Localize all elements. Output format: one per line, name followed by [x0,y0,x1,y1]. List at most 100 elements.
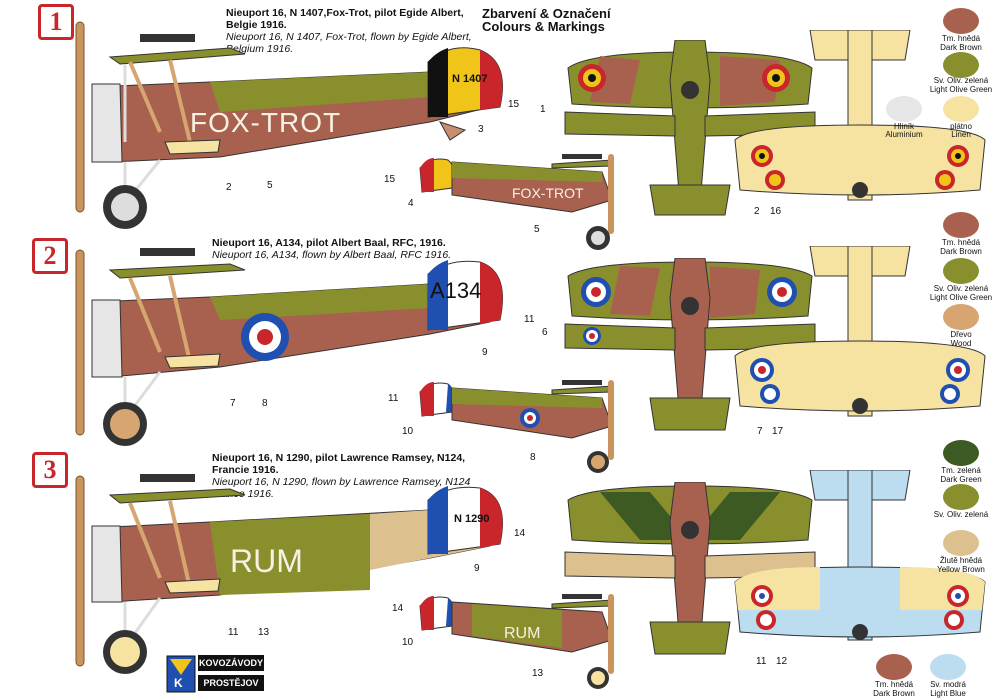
callout-3-e: 13 [258,627,270,638]
swatch-1-1 [943,52,979,78]
swatch-2-2 [943,304,979,330]
swatch-1-3 [943,96,979,122]
caption-en-2a: Nieuport 16, A134, flown by Albert Baal,… [212,249,452,261]
callout-3-h: 11 [756,656,767,667]
swatch-3-1-cz: Sv. Oliv. zelená [933,510,989,519]
swatch-3-3-en: Dark Brown [873,689,915,698]
plane-small-1: FOX-TROT [419,154,614,250]
plane-side-1: FOX-TROT N 1407 [75,21,503,229]
swatch-1-3-cz: plátno [950,122,972,131]
caption-cz-1b: Belgie 1916. [226,19,287,31]
callout-1-g: 15 [384,174,396,185]
plane-side-3: RUM N 1290 [75,474,503,674]
caption-cz-1a: Nieuport 16, N 1407,Fox-Trot, pilot Egid… [226,7,464,19]
kp-emblem-icon: K [166,655,196,693]
plane-small-3: RUM [419,594,614,689]
callout-1-a: 1 [540,104,546,115]
swatch-2-0-cz: Tm. hnědá [941,238,981,247]
swatch-3-2-cz: Žlutě hnědá [939,556,983,565]
callout-3-f: 14 [514,528,526,539]
callout-2-e: 10 [402,426,414,437]
logo-text-top: KOVOZÁVODY [198,655,264,671]
caption-en-1b: Belgium 1916. [226,43,294,55]
callout-1-d: 4 [408,198,414,209]
rudder-serial-1: N 1407 [452,73,487,85]
swatch-1-2-en: Aluminium [885,130,923,139]
callout-2-a: 6 [542,327,548,338]
plane-side-2: A134 [75,248,503,446]
caption-cz-2a: Nieuport 16, A134, pilot Albert Baal, RF… [212,237,446,249]
svg-text:K: K [174,676,183,690]
callout-2-d: 9 [482,347,488,358]
swatch-3-3-cz: Tm. hnědá [874,680,914,689]
swatch-2-1-en: Light Olive Green [929,293,993,302]
swatch-2-2-cz: Dřevo [950,330,972,339]
rudder-serial-2: A134 [430,278,481,303]
scheme-number-1: 1 [38,4,74,40]
swatch-2-2-en: Wood [950,339,972,348]
plane-small-2 [419,380,614,473]
swatch-3-1 [943,484,979,510]
caption-cz-3a: Nieuport 16, N 1290, pilot Lawrence Rams… [212,452,466,464]
fuselage-text-1: FOX-TROT [190,107,341,138]
callout-1-i: 2 [754,206,760,217]
callout-1-c: 3 [478,124,484,135]
swatch-2-0-en: Dark Brown [940,247,982,256]
swatch-2-1-cz: Sv. Oliv. zelená [933,284,989,293]
swatch-3-2-en: Yellow Brown [937,565,985,574]
plane-bottom-2 [734,246,986,417]
rudder-serial-3: N 1290 [454,513,489,525]
swatch-3-0 [943,440,979,466]
callout-3-b: 10 [402,637,414,648]
callout-2-h: 8 [530,452,536,463]
swatch-1-2 [886,96,922,122]
swatch-1-1-en: Light Olive Green [929,85,993,94]
swatch-3-2 [943,530,979,556]
plane-bottom-3 [734,470,986,641]
title-cz: Zbarvení & Označení [482,6,611,21]
callout-2-j: 17 [772,426,784,437]
callout-1-f: 15 [508,99,520,110]
callout-1-e: 5 [267,180,273,191]
fuselage-text-small-3: RUM [504,625,540,642]
logo-text-bottom: PROSTĚJOV [198,675,264,691]
callout-2-b: 7 [230,398,236,409]
caption-cz-3b: Francie 1916. [212,464,279,476]
swatch-1-0-en: Dark Brown [940,43,982,52]
swatch-1-1-cz: Sv. Oliv. zelená [933,76,989,85]
scheme-number-2: 2 [32,238,68,274]
plane-top-1 [564,40,816,216]
callout-1-j: 16 [770,206,782,217]
caption-en-1a: Nieuport 16, N 1407, Fox-Trot, flown by … [226,31,472,43]
swatch-1-2-cz: Hliník [893,122,914,131]
fuselage-text-small-1: FOX-TROT [512,185,584,201]
swatch-3-4-cz: Sv. modrá [930,680,966,689]
swatch-1-0-cz: Tm. hnědá [941,34,981,43]
swatch-1-0 [943,8,979,34]
swatch-3-4 [930,654,966,680]
callout-1-h: 5 [534,224,540,235]
swatch-2-1 [943,258,979,284]
callout-3-a: 9 [474,563,480,574]
callout-3-c: 11 [228,627,239,638]
swatch-3-3 [876,654,912,680]
swatch-3-0-en: Dark Green [940,475,982,484]
caption-en-3a: Nieuport 16, N 1290, flown by Lawrence R… [212,476,471,488]
fuselage-text-3: RUM [230,543,303,579]
scheme-number-3: 3 [32,452,68,488]
callout-2-c: 8 [262,398,268,409]
swatch-1-3-en: Linen [951,130,971,139]
callout-2-g: 11 [388,393,399,404]
callout-2-i: 7 [757,426,763,437]
manufacturer-logo: K KOVOZÁVODY PROSTĚJOV [166,655,264,693]
title-en: Colours & Markings [482,19,605,34]
callout-3-d: 12 [776,656,788,667]
swatch-3-4-en: Light Blue [930,689,966,698]
callout-3-g: 14 [392,603,404,614]
swatch-3-0-cz: Tm. zelená [941,466,981,475]
callout-2-f: 11 [524,314,535,325]
plane-bottom-1 [734,30,986,201]
callout-1-b: 2 [226,182,232,193]
callout-3-i: 13 [532,668,544,679]
swatch-2-0 [943,212,979,238]
